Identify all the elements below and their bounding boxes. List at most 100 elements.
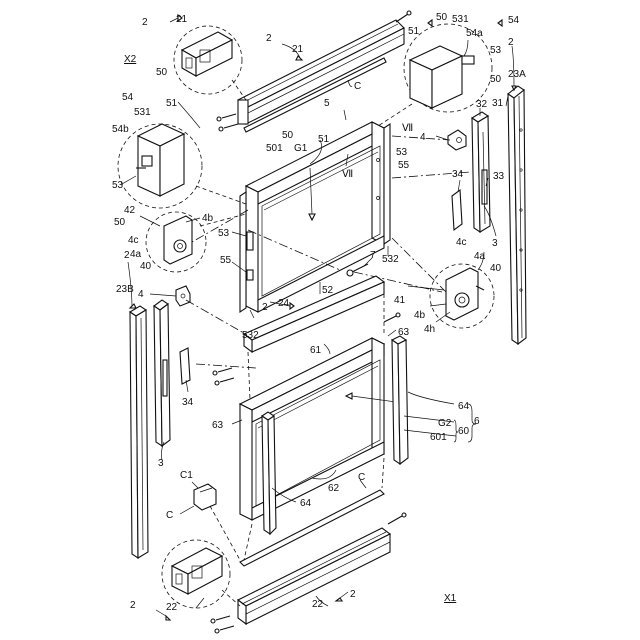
- label-4: 4: [138, 289, 144, 300]
- label-7: 7: [370, 250, 376, 261]
- label-60: 60: [458, 426, 470, 437]
- label-40: 40: [140, 261, 152, 272]
- label-4h: 4h: [424, 324, 435, 335]
- detail-circle-21: [174, 26, 246, 100]
- label-55: 55: [220, 255, 232, 266]
- lower-sash-6: [240, 338, 384, 520]
- label-61: 61: [310, 345, 322, 356]
- mid-rail-24: [244, 276, 384, 352]
- label-2: 2: [508, 37, 514, 48]
- label-50: 50: [114, 217, 126, 228]
- right-inner-jamb-3: [472, 112, 490, 232]
- label-33: 33: [493, 171, 505, 182]
- label-52: 52: [322, 285, 334, 296]
- upper-rail-21: [238, 20, 404, 124]
- label-3: 3: [158, 458, 164, 469]
- label-4b: 4b: [202, 213, 214, 224]
- label-2: 2: [266, 33, 272, 44]
- label-4b: 4b: [414, 310, 426, 321]
- label-53: 53: [218, 228, 230, 239]
- label-section-VII: Ⅶ: [342, 169, 353, 180]
- label-63: 63: [212, 420, 224, 431]
- label-5: 5: [324, 98, 330, 109]
- label-42: 42: [124, 205, 136, 216]
- lower-sash-arrow: [346, 393, 396, 402]
- label-54a: 54a: [466, 28, 483, 39]
- label-34: 34: [182, 397, 194, 408]
- label-C1: C1: [180, 470, 193, 481]
- label-4a: 4a: [130, 249, 142, 260]
- label-50: 50: [436, 12, 448, 23]
- left-small-4: [176, 286, 190, 306]
- bracket-C1: [194, 484, 216, 510]
- guide-lines: [210, 294, 384, 560]
- label-50: 50: [282, 130, 294, 141]
- detail-circle-22: [162, 540, 240, 608]
- right-small-part-34: [452, 190, 462, 230]
- label-501: 501: [266, 143, 283, 154]
- label-51: 51: [166, 98, 178, 109]
- label-41: 41: [394, 295, 406, 306]
- label-54: 54: [122, 92, 134, 103]
- label-53: 53: [396, 147, 408, 158]
- label-22: 22: [312, 599, 324, 610]
- label-4c: 4c: [456, 237, 467, 248]
- label-2: 2: [350, 589, 356, 600]
- detail-circle-54b: [118, 124, 246, 208]
- label-51: 51: [318, 134, 330, 145]
- lower-stile-64-left: [262, 412, 276, 534]
- label-2: 2: [262, 302, 268, 313]
- label-53: 53: [112, 180, 124, 191]
- label-531: 531: [134, 107, 151, 118]
- label-62: 62: [328, 483, 340, 494]
- label-50: 50: [490, 74, 502, 85]
- left-jamb-23B: [130, 306, 148, 558]
- label-C: C: [166, 510, 173, 521]
- label-63: 63: [398, 327, 410, 338]
- label-54: 54: [508, 15, 520, 26]
- label-C: C: [358, 472, 365, 483]
- label-2: 2: [124, 250, 130, 261]
- label-51: 51: [408, 26, 420, 37]
- label-64: 64: [458, 401, 470, 412]
- label-C: C: [354, 81, 361, 92]
- label-64: 64: [300, 498, 312, 509]
- left-inner-jamb-3: [154, 300, 170, 446]
- label-section-VII: Ⅶ: [402, 123, 413, 134]
- label-G2: G2: [438, 418, 452, 429]
- label-4: 4: [420, 132, 426, 143]
- label-23B: 23B: [116, 284, 134, 295]
- label-31: 31: [492, 98, 504, 109]
- label-2: 2: [130, 600, 136, 611]
- detail-circle-40: [430, 264, 494, 328]
- label-532: 532: [382, 254, 399, 265]
- label-22: 22: [166, 602, 178, 613]
- label-23A: 23A: [508, 69, 526, 80]
- label-24: 24: [278, 298, 290, 309]
- label-X2: X2: [124, 54, 137, 65]
- label-532: 532: [242, 330, 259, 341]
- lower-stile-64-right: [392, 336, 408, 464]
- label-6: 6: [474, 416, 480, 427]
- label-601: 601: [430, 432, 447, 443]
- label-G1: G1: [294, 143, 308, 154]
- label-2: 2: [142, 17, 148, 28]
- left-small-part-34: [180, 348, 190, 384]
- label-4c: 4c: [128, 235, 139, 246]
- label-531: 531: [452, 14, 469, 25]
- label-21: 21: [292, 44, 304, 55]
- label-4a: 4a: [474, 251, 486, 262]
- label-53: 53: [490, 45, 502, 56]
- label-32: 32: [476, 99, 488, 110]
- right-small-4-top: [448, 130, 466, 150]
- label-40: 40: [490, 263, 502, 274]
- right-jamb-23A: [508, 86, 526, 344]
- label-55: 55: [398, 160, 410, 171]
- label-50: 50: [156, 67, 168, 78]
- label-34: 34: [452, 169, 464, 180]
- label-X1: X1: [444, 593, 457, 604]
- label-54b: 54b: [112, 124, 129, 135]
- label-3: 3: [492, 238, 498, 249]
